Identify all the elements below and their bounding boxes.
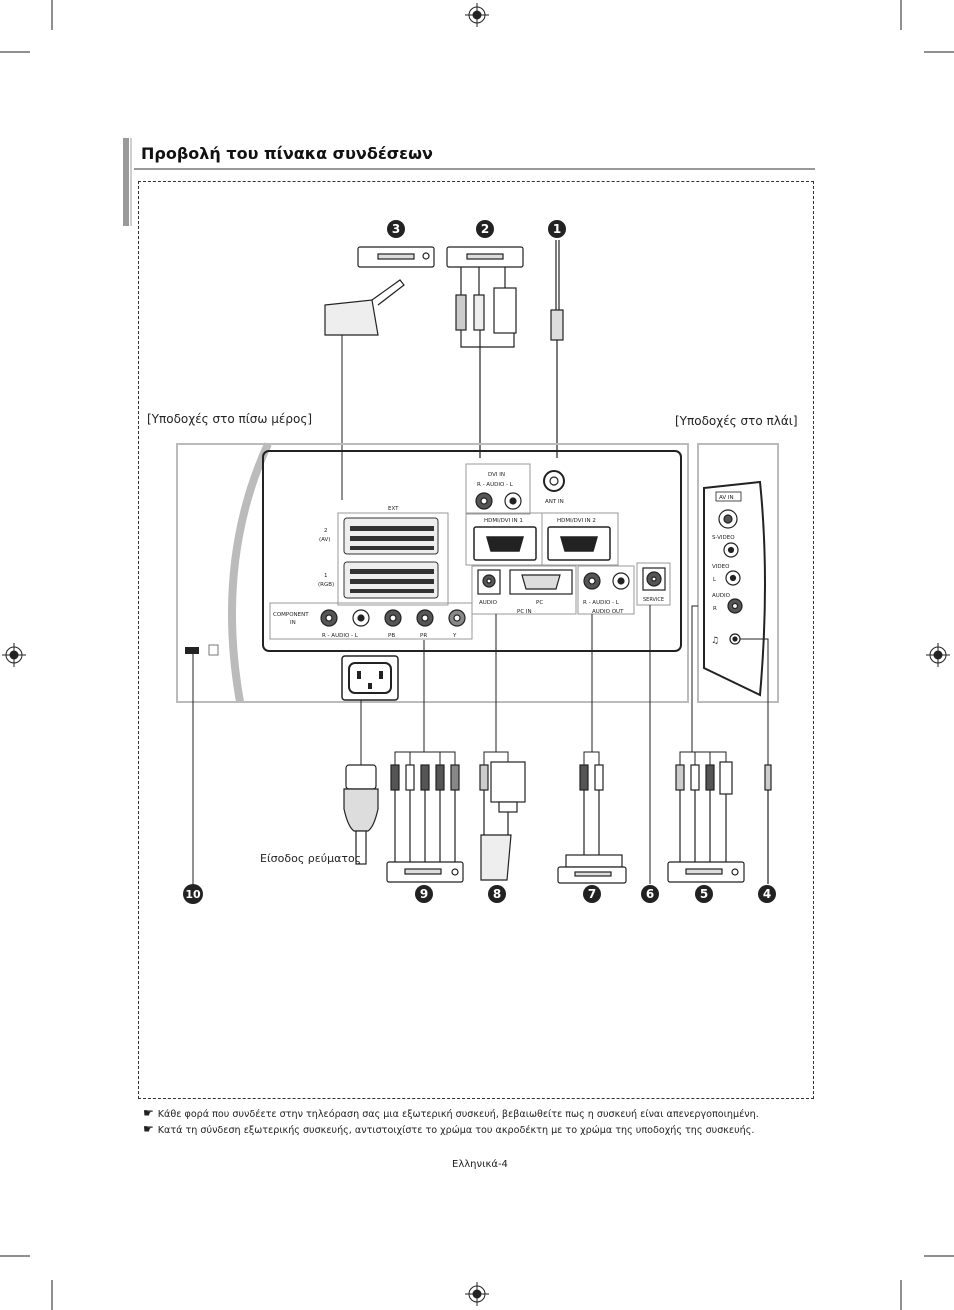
antenna-cable [550, 240, 564, 458]
audio-out-cables [579, 764, 604, 855]
callout-markers [183, 220, 776, 904]
callout-2: 2 [481, 222, 489, 236]
audio-out-label: AUDIO OUT [592, 609, 624, 615]
callout-3: 3 [392, 222, 400, 236]
audio-out-block [577, 565, 635, 615]
device-component [386, 861, 464, 883]
registration-target-right [926, 643, 950, 667]
rear-panel-curve [228, 442, 272, 703]
pc-in-block [471, 565, 577, 615]
device-camcorder [667, 861, 745, 883]
registration-target-left [2, 643, 26, 667]
rear-panel-outline [176, 443, 689, 703]
dvi-in-label: DVI IN [488, 472, 505, 478]
side-panel-shape [703, 480, 766, 697]
rear-connectors-label: [Υποδοχές στο πίσω μέρος] [147, 412, 313, 426]
av-in-label: AV IN [719, 495, 734, 501]
side-audio-l-label: L [713, 577, 717, 583]
power-plug [343, 764, 379, 865]
diagram-frame [138, 181, 814, 1099]
page-title: Προβολή του πίνακα συνδέσεων [141, 144, 433, 163]
callout-10: 10 [185, 888, 201, 901]
service-label: SERVICE [643, 597, 664, 603]
pc-audio-label: AUDIO [479, 600, 498, 606]
component-audio-label: R - AUDIO - L [322, 633, 359, 639]
callout-8: 8 [493, 887, 501, 901]
video-label: VIDEO [712, 564, 730, 570]
ext-label: EXT [388, 506, 399, 512]
headphone-cable [764, 764, 772, 884]
y-label: Y [452, 633, 457, 639]
side-audio-label: AUDIO [712, 593, 731, 599]
side-panel-outline [697, 443, 779, 703]
title-accent-bar-light [130, 138, 132, 226]
note-2-text: Κατά τη σύνδεση εξωτερικής συσκευής, αντ… [157, 1125, 755, 1136]
s-video-label: S-VIDEO [712, 535, 735, 541]
scart-pins [350, 526, 434, 593]
headphone-icon: ♫ [711, 636, 719, 646]
hdmi1-label: HDMI/DVI IN 1 [484, 518, 523, 524]
scart2-label-num: 2 [324, 528, 328, 534]
hdmi2-label: HDMI/DVI IN 2 [557, 518, 596, 524]
callout-9: 9 [420, 887, 428, 901]
pointing-hand-icon: ☛ [143, 1106, 154, 1120]
device-scart-top [324, 246, 435, 336]
pb-label: PB [388, 633, 395, 639]
component-cables [390, 764, 460, 862]
note-1-text: Κάθε φορά που συνδέετε στην τηλεόραση σα… [157, 1109, 759, 1120]
title-rule [134, 168, 815, 170]
callout-7: 7 [588, 887, 596, 901]
power-input-label: Είσοδος ρεύματος [260, 852, 362, 865]
note-1: ☛Κάθε φορά που συνδέετε στην τηλεόραση σ… [143, 1106, 759, 1120]
side-connectors-label: [Υποδοχές στο πλάι] [675, 414, 798, 428]
dvi-in-block [465, 463, 531, 515]
callout-6: 6 [646, 887, 654, 901]
rear-connector-plate [262, 450, 682, 652]
scart1-label-num: 1 [324, 573, 328, 579]
pc-cables [479, 761, 526, 881]
side-av-cables [675, 761, 733, 862]
ant-in-label: ANT IN [545, 499, 564, 505]
registration-target-top [465, 3, 489, 27]
dvi-audio-label: R - AUDIO - L [477, 482, 514, 488]
callout-5: 5 [700, 887, 708, 901]
pointing-hand-icon: ☛ [143, 1122, 154, 1136]
scart2-label: (AV) [319, 537, 330, 543]
title-accent-bar [123, 138, 129, 226]
lock-icon [208, 644, 219, 656]
registration-target-bottom [465, 1282, 489, 1306]
scart1-label: (RGB) [318, 582, 334, 588]
component-label-in: IN [290, 620, 296, 626]
component-jacks [320, 609, 466, 627]
audio-out-lr-label: R - AUDIO - L [583, 600, 620, 606]
page-number: Ελληνικά-4 [452, 1159, 508, 1170]
device-amplifier [557, 854, 627, 884]
kensington-slot [185, 647, 199, 654]
callout-4: 4 [763, 887, 771, 901]
note-2: ☛Κατά τη σύνδεση εξωτερικής συσκευής, αν… [143, 1122, 754, 1136]
service-block [636, 562, 671, 606]
device-hdmi-top [446, 246, 524, 458]
side-audio-r-label: R [713, 606, 717, 612]
callout-1: 1 [553, 222, 561, 236]
pc-in-label: PC IN [517, 609, 532, 615]
pc-label: PC [536, 600, 543, 606]
component-in-block [269, 602, 473, 640]
pr-label: PR [420, 633, 427, 639]
component-label: COMPONENT [273, 612, 309, 618]
